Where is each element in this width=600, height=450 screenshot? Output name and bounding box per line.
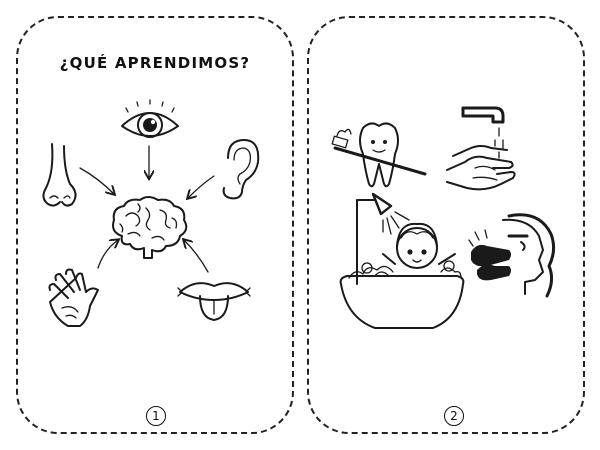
- card-number: 1: [146, 406, 166, 426]
- hand-arrow: [97, 240, 118, 269]
- nose-arrow: [79, 167, 114, 194]
- card-title: ¿QUÉ APRENDIMOS?: [59, 54, 251, 72]
- brain-icon: [112, 196, 188, 259]
- hand-washing-icon: [446, 106, 516, 191]
- ear-arrow: [188, 175, 215, 198]
- hand-icon: [48, 268, 99, 327]
- child-bathing-icon: [339, 192, 465, 329]
- mouth-arrow: [184, 240, 209, 273]
- arrows: [79, 145, 215, 273]
- card-number: 2: [444, 406, 464, 426]
- tooth-brushing-icon: [331, 122, 427, 188]
- card-senses: ¿QUÉ APRENDIMOS?: [16, 16, 294, 434]
- face-washing-icon: [468, 213, 556, 298]
- nose-icon: [42, 143, 77, 207]
- eye-icon: [121, 99, 179, 138]
- card-hygiene: 2: [307, 16, 585, 434]
- mouth-tongue-icon: [177, 282, 251, 321]
- ear-icon: [222, 139, 260, 200]
